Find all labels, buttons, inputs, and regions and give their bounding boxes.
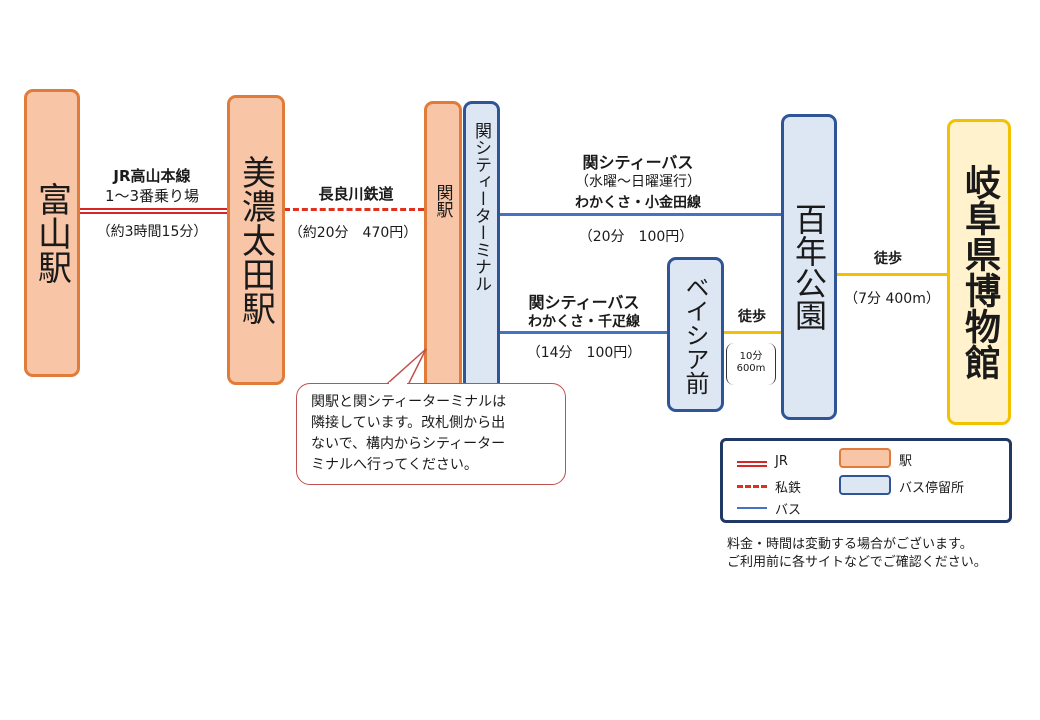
- legend-station-label: 駅: [899, 454, 913, 469]
- callout-line-1: 関駅と関シティーターミナルは: [311, 394, 507, 410]
- legend-private-label: 私鉄: [775, 481, 802, 496]
- legend-jr-swatch: [737, 461, 767, 467]
- station-seki: 関駅: [424, 101, 462, 391]
- legend: JR 私鉄 バス 駅 バス停留所: [720, 438, 1012, 523]
- walk-long-name: 徒歩: [874, 251, 902, 267]
- walk-long-detail: （7分 400m）: [844, 291, 940, 307]
- bus-stop-seki-terminal-label: 関シティーターミナル: [471, 122, 491, 292]
- destination-museum: 岐阜県博物館: [947, 119, 1011, 425]
- station-toyama: 富山駅: [24, 89, 80, 377]
- callout-line-3: ないで、構内からシティーター: [311, 436, 506, 452]
- nagaragawa-route-name: 長良川鉄道: [318, 185, 394, 203]
- jr-line: [78, 208, 228, 214]
- station-minoota: 美濃太田駅: [227, 95, 285, 385]
- bus-stop-seki-terminal: 関シティーターミナル: [463, 101, 500, 391]
- legend-jr-label: JR: [775, 454, 788, 469]
- legend-bus-swatch: [737, 507, 767, 509]
- station-minoota-label: 美濃太田駅: [235, 155, 276, 325]
- legend-station-swatch: [839, 448, 891, 468]
- walk-short-name: 徒歩: [738, 309, 766, 325]
- walk-line-short: [724, 331, 782, 334]
- bus-lower-detail: （14分 100円）: [526, 345, 642, 361]
- disclaimer-line-1: 料金・時間は変動する場合がございます。: [727, 537, 973, 552]
- callout-pointer-seam: [389, 382, 407, 385]
- walk-short-time: 10分: [739, 351, 763, 362]
- bus-stop-hyakunen-label: 百年公園: [790, 203, 828, 331]
- bus-stop-hyakunen: 百年公園: [781, 114, 837, 420]
- private-railway-line: [284, 208, 424, 211]
- bus-stop-beisia: ベイシア前: [667, 257, 724, 412]
- callout-line-2: 隣接しています。改札側から出: [311, 415, 506, 431]
- bus-lower-line: わかくさ・千疋線: [528, 314, 640, 330]
- nagaragawa-detail: （約20分 470円）: [288, 225, 418, 241]
- bus-stop-beisia-label: ベイシア前: [681, 274, 709, 395]
- legend-private-swatch: [737, 485, 767, 488]
- legend-busstop-label: バス停留所: [899, 481, 965, 496]
- station-toyama-label: 富山駅: [31, 182, 72, 284]
- legend-bus-label: バス: [775, 503, 802, 518]
- bus-upper-detail: （20分 100円）: [578, 229, 694, 245]
- jr-detail: （約3時間15分）: [96, 224, 208, 240]
- jr-platform: 1～3番乗り場: [104, 187, 200, 205]
- bus-upper-days: （水曜～日曜運行）: [575, 174, 701, 190]
- bus-line-lower: [500, 331, 668, 334]
- disclaimer-line-2: ご利用前に各サイトなどでご確認ください。: [727, 555, 987, 570]
- jr-route-name: JR高山本線: [113, 167, 191, 185]
- transfer-callout: 関駅と関シティーターミナルは 隣接しています。改札側から出 ないで、構内からシテ…: [296, 383, 566, 485]
- walk-line-long: [836, 273, 948, 276]
- walk-short-distance: 600m: [736, 363, 766, 374]
- legend-busstop-swatch: [839, 475, 891, 495]
- callout-line-4: ミナルへ行ってください。: [311, 457, 478, 473]
- bus-upper-line: わかくさ・小金田線: [575, 195, 701, 211]
- bus-lower-name: 関シティーバス: [528, 293, 640, 312]
- destination-museum-label: 岐阜県博物館: [959, 164, 1000, 380]
- bus-upper-name: 関シティーバス: [582, 153, 694, 172]
- bus-line-upper: [500, 213, 782, 216]
- walk-short-bracket: [726, 343, 776, 385]
- station-seki-label: 関駅: [432, 184, 453, 218]
